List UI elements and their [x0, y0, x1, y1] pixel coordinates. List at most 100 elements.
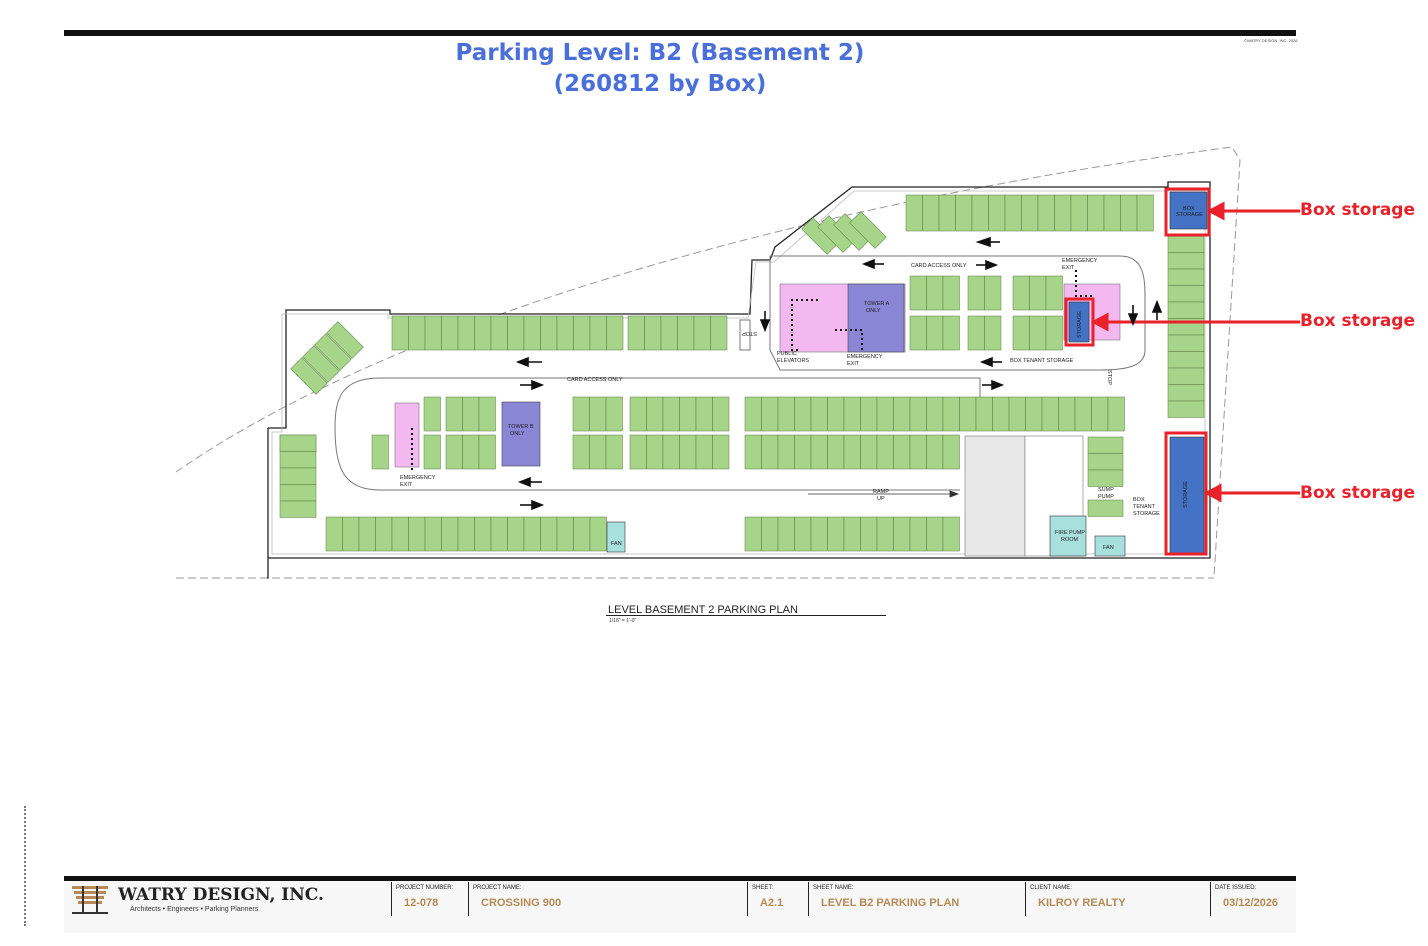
label-ramp-1: RAMP — [873, 489, 889, 495]
parking-stall — [693, 315, 711, 351]
parking-stall — [695, 396, 713, 432]
plan-title-rule — [606, 615, 886, 616]
label-card-access-top: CARD ACCESS ONLY — [911, 263, 967, 269]
label-fire-pump-1: FIRE PUMP — [1055, 530, 1085, 536]
parking-stall — [1167, 268, 1205, 286]
parking-stall — [457, 516, 475, 552]
parking-stall — [457, 315, 475, 351]
parking-stall — [967, 275, 985, 311]
label-ramp-2: UP — [877, 496, 885, 502]
parking-stall — [1120, 194, 1138, 232]
parking-stall — [646, 434, 664, 470]
parking-stall — [556, 516, 574, 552]
parking-stall — [1004, 194, 1022, 232]
parking-stall — [1012, 275, 1030, 311]
label-emergency-left-1: EMERGENCY — [400, 475, 436, 481]
parking-stall — [1074, 396, 1092, 432]
parking-stall — [589, 396, 607, 432]
label-public-elevators-2: ELEVATORS — [777, 358, 809, 364]
parking-stall — [474, 315, 492, 351]
parking-stall — [507, 516, 525, 552]
label-box-tenant-storage-mid: BOX TENANT STORAGE — [1010, 358, 1074, 364]
callout-label-mid: Box storage — [1300, 311, 1415, 331]
parking-stall — [1167, 351, 1205, 369]
parking-stall — [375, 516, 393, 552]
parking-stall — [942, 516, 960, 552]
parking-stall — [1045, 315, 1063, 351]
parking-stall — [777, 434, 795, 470]
parking-stall — [462, 434, 480, 470]
box-storage-room-low — [1169, 436, 1205, 554]
parking-stall — [1167, 367, 1205, 385]
parking-stall — [358, 516, 376, 552]
label-emergency-left-2: EXIT — [400, 482, 413, 488]
parking-stall — [371, 434, 389, 470]
watry-logo-icon — [72, 886, 108, 914]
parking-stall — [279, 451, 317, 469]
parking-stall — [445, 396, 463, 432]
parking-stall — [279, 500, 317, 518]
parking-stall — [572, 396, 590, 432]
parking-stall — [942, 396, 960, 432]
parking-stall — [572, 434, 590, 470]
label-stop-1: STOP — [742, 330, 757, 336]
parking-stall — [660, 315, 678, 351]
parking-stall — [794, 516, 812, 552]
parking-stall — [827, 434, 845, 470]
label-emergency-center-2: EXIT — [847, 361, 860, 367]
parking-stall — [988, 194, 1006, 232]
parking-stall — [644, 315, 662, 351]
field-project-name: PROJECT NAME: CROSSING 900 — [468, 882, 747, 916]
parking-stall — [490, 315, 508, 351]
parking-stall — [794, 434, 812, 470]
side-note — [24, 806, 29, 926]
site-outline — [175, 146, 1241, 579]
company-tagline: Architects • Engineers • Parking Planner… — [130, 906, 259, 913]
label-fan-right: FAN — [1103, 545, 1114, 551]
parking-stall — [1054, 194, 1072, 232]
parking-stall — [1107, 396, 1125, 432]
parking-stall — [325, 516, 343, 552]
parking-stall — [777, 396, 795, 432]
parking-stall — [605, 396, 623, 432]
parking-stall — [391, 516, 409, 552]
parking-stall — [662, 396, 680, 432]
parking-stall — [1091, 396, 1109, 432]
parking-stall — [926, 516, 944, 552]
parking-stall — [1041, 396, 1059, 432]
parking-stall — [573, 315, 591, 351]
parking-stall — [424, 315, 442, 351]
parking-stall — [955, 194, 973, 232]
parking-stall — [761, 516, 779, 552]
parking-stall — [441, 516, 459, 552]
parking-stall — [942, 275, 960, 311]
parking-stall — [540, 315, 558, 351]
parking-stall — [810, 396, 828, 432]
parking-stall — [462, 396, 480, 432]
tower-b-elevator — [501, 401, 541, 467]
parking-stall — [744, 396, 762, 432]
label-box-tenant-storage-low-1: BOX — [1133, 497, 1145, 503]
parking-stall — [971, 194, 989, 232]
parking-stall — [478, 434, 496, 470]
parking-stall — [926, 315, 944, 351]
parking-stall — [523, 516, 541, 552]
callout-arrows — [1090, 201, 1300, 503]
parking-stall — [1167, 252, 1205, 270]
top-border — [64, 30, 1296, 36]
label-sump-pump-1: SUMP — [1098, 487, 1114, 493]
parking-stall — [1167, 334, 1205, 352]
parking-stall — [761, 434, 779, 470]
parking-stall — [744, 516, 762, 552]
label-emergency-center-1: EMERGENCY — [847, 354, 883, 360]
parking-stall — [423, 396, 441, 432]
parking-stall — [827, 516, 845, 552]
parking-stall — [975, 396, 993, 432]
copyright-note: ©WATRY DESIGN, INC. 2026 — [1244, 38, 1298, 43]
plan-title: LEVEL BASEMENT 2 PARKING PLAN — [608, 604, 798, 616]
field-sheet-name: SHEET NAME: LEVEL B2 PARKING PLAN — [808, 882, 1025, 916]
parking-stall — [677, 315, 695, 351]
parking-stall — [810, 434, 828, 470]
parking-stall — [893, 434, 911, 470]
drive-islands — [334, 255, 1146, 491]
